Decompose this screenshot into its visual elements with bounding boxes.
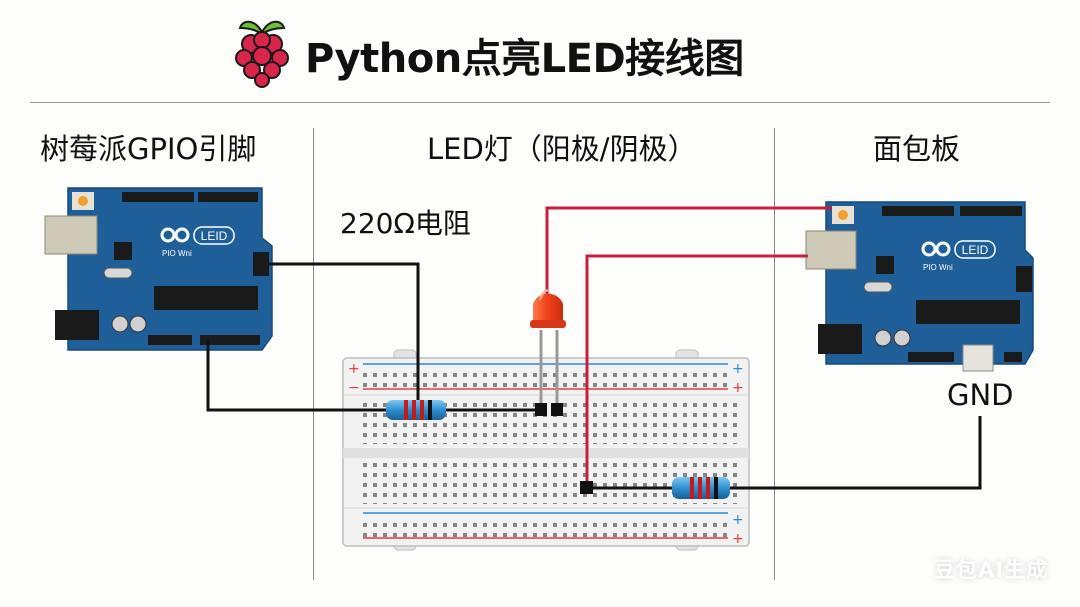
power-jack — [55, 310, 99, 340]
header-divider — [30, 102, 1050, 103]
wire-gpio-to-resistor — [269, 262, 420, 410]
rail-minus-label: − — [348, 380, 360, 396]
column-label-led: LED灯（阳极/阴极） — [427, 132, 697, 166]
gpio-board-right: LEID PIO Wni — [805, 201, 1034, 372]
rail-plus-label: + — [732, 380, 744, 396]
rail-plus-label: + — [348, 361, 360, 377]
board-logo-text: LEID — [201, 229, 228, 243]
usb-port — [44, 215, 98, 255]
board-sub-text: PIO Wni — [923, 263, 953, 272]
wire-led-anode-red — [545, 206, 832, 302]
gpio-header — [1016, 266, 1032, 292]
watermark: 豆包AI生成 — [934, 558, 1049, 582]
power-jack — [818, 324, 862, 354]
wire-breadboard-red — [585, 254, 808, 488]
board-logo-text: LEID — [962, 243, 989, 257]
rail-plus-label: + — [732, 531, 744, 547]
column-divider-right — [774, 128, 775, 580]
resistor-label: 220Ω电阻 — [340, 207, 471, 240]
led — [530, 289, 566, 416]
gpio-header — [253, 252, 269, 276]
usb-port — [805, 230, 857, 270]
raspberry-pi-logo-icon — [235, 20, 289, 88]
breadboard: + − + + + + — [342, 349, 750, 551]
rail-plus-label: + — [732, 361, 744, 377]
page-title: Python点亮LED接线图 — [305, 36, 744, 82]
board-sub-text: PIO Wni — [162, 249, 192, 258]
gnd-label: GND — [947, 378, 1014, 412]
wire-junction — [580, 481, 593, 494]
resistor — [672, 477, 730, 499]
resistor-220-ohm — [386, 400, 446, 420]
column-divider-left — [313, 128, 314, 580]
column-label-gpio: 树莓派GPIO引脚 — [40, 132, 257, 166]
rail-plus-label: + — [732, 512, 744, 528]
column-label-breadboard: 面包板 — [873, 132, 961, 166]
micro-usb-port — [962, 344, 994, 372]
chip — [154, 286, 258, 310]
chip — [916, 300, 1020, 324]
gpio-board-left: LEID PIO Wni — [44, 187, 273, 351]
